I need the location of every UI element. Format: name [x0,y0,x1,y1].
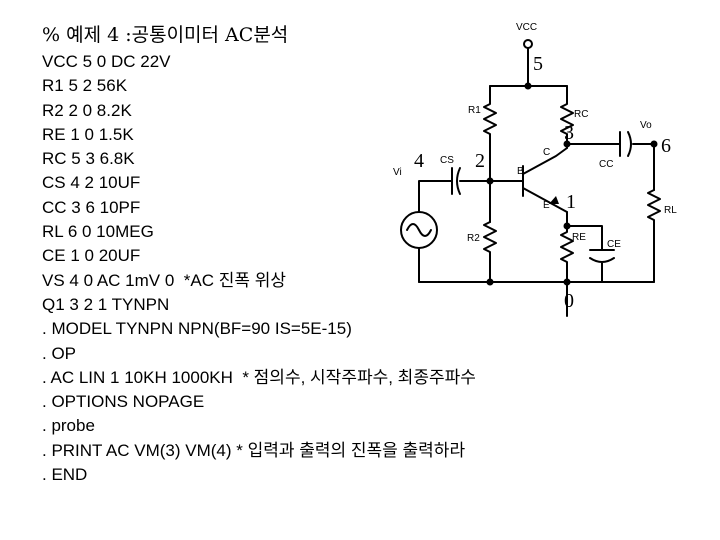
ce-capacitor [589,249,615,283]
netlist-line: . MODEL TYNPN NPN(BF=90 IS=5E-15) [42,319,352,339]
emitter-arrow [549,196,559,204]
ac-source [400,211,438,249]
netlist-line: . probe [42,416,95,436]
junction-dot [563,140,571,148]
cs-capacitor [451,167,461,195]
netlist-line: RE 1 0 1.5K [42,124,134,144]
emitter-wire [566,211,603,251]
junction-dot [524,82,532,90]
netlist-line: . OP [42,343,77,363]
junction-dot [563,278,571,286]
junction-dot [486,177,494,185]
node-number-5: 5 [533,53,543,75]
spice-netlist: VCC 5 0 DC 22V R1 5 2 56K R2 2 0 8.2K RE… [42,50,476,487]
cs-label: CS [440,155,454,166]
transistor-b-label: B [517,166,524,177]
vcc-wire [489,47,568,87]
re-resistor [560,225,574,283]
rc-resistor [560,85,574,149]
rl-resistor [647,189,661,283]
input-wire [418,180,524,283]
r1-resistor [483,85,497,151]
ground-rail [418,281,655,317]
netlist-line: RL 6 0 10MEG [42,222,154,242]
netlist-line: . END [42,465,88,485]
cc-label: CC [599,159,613,170]
rl-label: RL [664,205,677,216]
r2-resistor [483,221,497,283]
r1-label: R1 [468,105,481,116]
r2-label: R2 [467,233,480,244]
netlist-line: Q1 3 2 1 TYNPN [42,294,170,314]
node-number-6: 6 [661,135,671,157]
node-number-4: 4 [414,150,424,172]
junction-dot [486,278,494,286]
vi-label: Vi [393,167,402,178]
node-number-0: 0 [564,290,574,312]
vcc-label: VCC [516,22,537,33]
vcc-terminal [523,39,533,49]
netlist-line: VCC 5 0 DC 22V [42,52,171,71]
netlist-line: CE 1 0 20UF [42,246,141,266]
netlist-line: . OPTIONS NOPAGE [42,392,205,412]
npn-transistor [522,147,568,213]
netlist-line: VS 4 0 AC 1mV 0 *AC 진폭 위상 [42,270,286,290]
transistor-e-label: E [543,200,550,211]
vo-label: Vo [640,120,652,131]
rc-label: RC [574,109,588,120]
netlist-line: CS 4 2 10UF [42,173,141,193]
netlist-line: R2 2 0 8.2K [42,100,132,120]
node-number-2: 2 [475,150,485,172]
node-number-1: 1 [566,191,576,213]
netlist-line: R1 5 2 56K [42,76,128,96]
netlist-line: . AC LIN 1 10KH 1000KH * 점의수, 시작주파수, 최종주… [42,367,476,387]
netlist-line: . PRINT AC VM(3) VM(4) * 입력과 출력의 진폭을 출력하… [42,440,466,460]
node-number-3: 3 [564,122,574,144]
junction-dot [563,222,571,230]
cc-capacitor [619,131,632,157]
ac-source-wave [406,223,432,237]
ce-label: CE [607,239,621,250]
transistor-c-label: C [543,147,550,158]
netlist-line: CC 3 6 10PF [42,197,141,217]
re-label: RE [572,232,586,243]
junction-dot [650,140,658,148]
netlist-line: RC 5 3 6.8K [42,149,135,169]
page-title: % 예제 4 :공통이미터 AC분석 [42,24,289,46]
